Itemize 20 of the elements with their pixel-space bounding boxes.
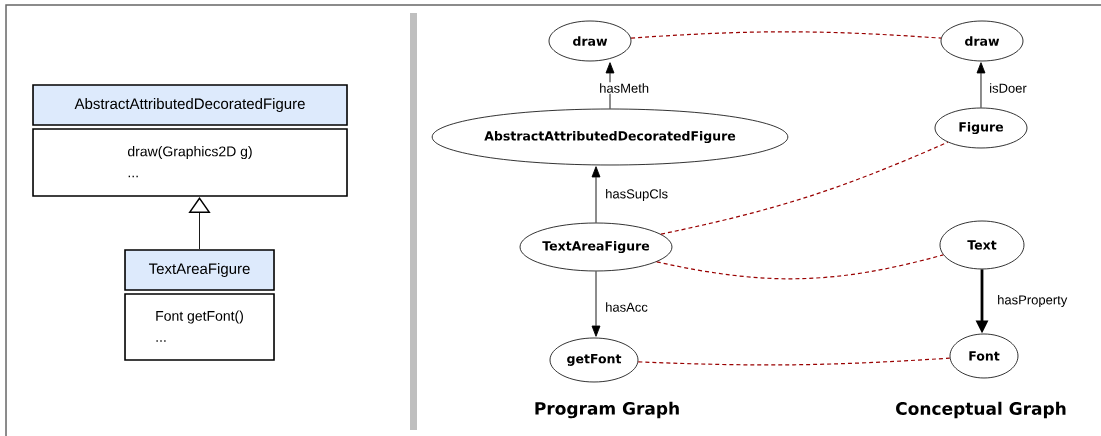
- graph-title: Conceptual Graph: [896, 401, 1066, 419]
- node-label: TextAreaFigure: [148, 263, 250, 277]
- class-box: AbstractAttributedDecoratedFigure draw(Graphics2D g) ...: [32, 84, 348, 197]
- arrow: [591, 166, 601, 224]
- node-label: AbstractAttributedDecoratedFigure: [74, 98, 305, 112]
- arrow: [605, 62, 615, 110]
- dashed-link: [637, 357, 951, 366]
- edge-label: hasSupCls: [604, 187, 670, 203]
- edge-label: hasMeth: [598, 82, 651, 94]
- inheritance-arrow: [188, 197, 211, 250]
- dashed-link: [660, 141, 949, 235]
- edge-label: isDoer: [988, 82, 1028, 94]
- arrow: [591, 270, 601, 337]
- edge-label: hasProperty: [996, 293, 1069, 309]
- graph-title: Program Graph: [535, 401, 679, 419]
- class-box: TextAreaFigure Font getFont() ...: [124, 249, 275, 361]
- dashed-link: [630, 31, 942, 39]
- edge-label: hasAcc: [604, 301, 649, 313]
- arrow: [976, 62, 986, 109]
- dashed-link: [656, 254, 944, 280]
